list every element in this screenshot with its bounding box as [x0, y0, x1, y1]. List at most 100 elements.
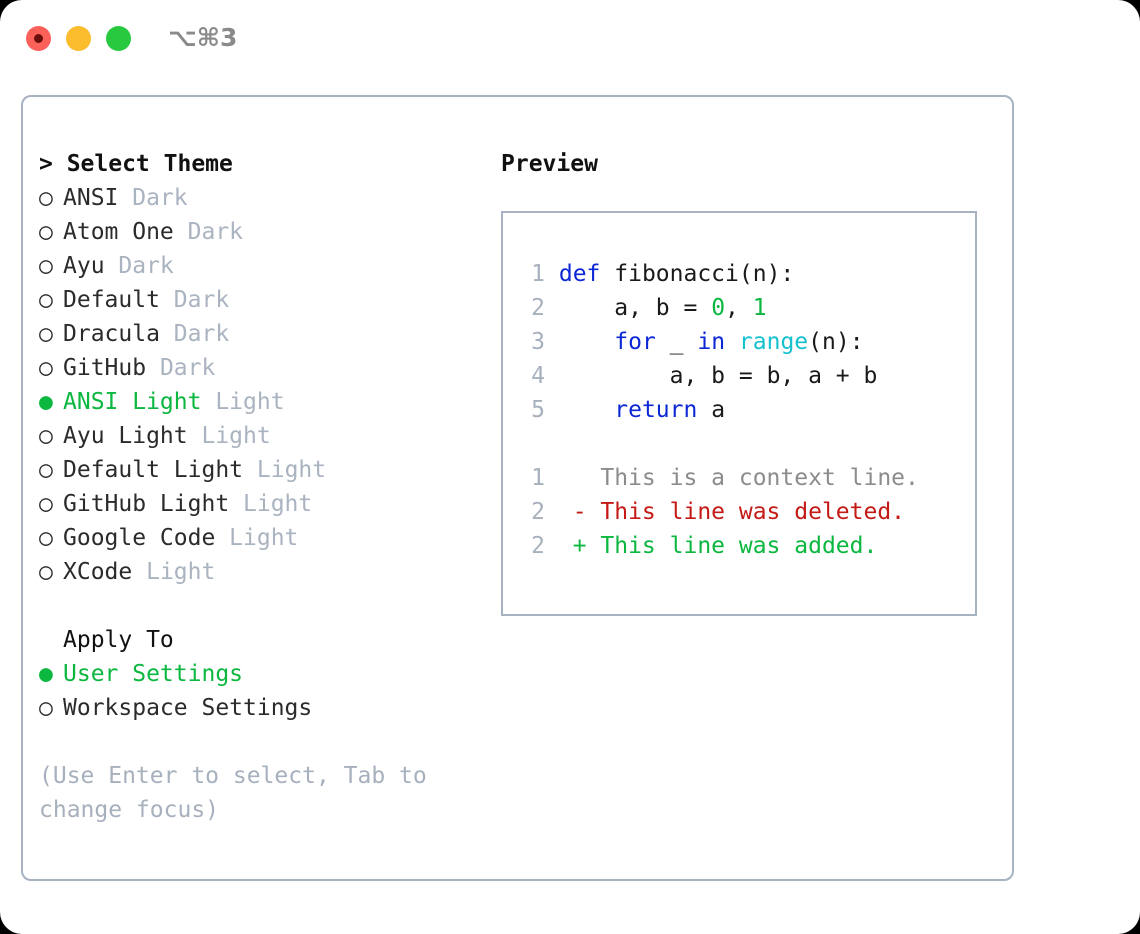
- theme-list[interactable]: ○ ANSI Dark ○ Atom One Dark ○ Ayu Dark ○ Defaul…: [39, 181, 489, 589]
- code-line: 1 def fibonacci(n):: [521, 257, 975, 291]
- code-token: a: [697, 397, 726, 423]
- diff-line: 1 This is a context line.: [521, 461, 975, 495]
- theme-selector-panel: > Select Theme ○ANSI Dark○Atom One Dark○…: [21, 95, 1014, 881]
- theme-list-item[interactable]: ○ XCode Light: [39, 555, 489, 589]
- theme-name: Ayu Light: [63, 423, 202, 449]
- close-button-icon[interactable]: [26, 26, 51, 51]
- radio-selected-icon: ●: [39, 661, 53, 687]
- apply-to-option[interactable]: ○ Workspace Settings: [39, 691, 489, 725]
- traffic-light-buttons: [26, 26, 131, 51]
- code-token: 0: [711, 295, 726, 321]
- preview-heading: Preview: [501, 151, 598, 177]
- radio-unselected-icon: ○: [39, 219, 53, 245]
- radio-unselected-icon: ○: [39, 525, 53, 551]
- keyboard-shortcut-label: ⌥⌘3: [168, 23, 238, 52]
- code-token: _: [655, 329, 698, 355]
- apply-to-list[interactable]: ● User Settings ○ Workspace Settings: [39, 657, 489, 725]
- code-token: range: [738, 329, 809, 355]
- theme-name: ANSI: [63, 185, 133, 211]
- theme-variant: Light: [146, 559, 216, 585]
- code-line: 5 return a: [521, 393, 975, 427]
- theme-list-item[interactable]: ○ Ayu Light Light: [39, 419, 489, 453]
- theme-list-item[interactable]: ○GitHub Light Light: [39, 487, 489, 521]
- diff-line: 2 - This line was deleted.: [521, 495, 975, 529]
- radio-unselected-icon: ○: [39, 695, 53, 721]
- theme-name: Atom One: [63, 219, 188, 245]
- code-line: 2 a, b = 0, 1: [521, 291, 975, 325]
- theme-variant: Dark: [187, 219, 244, 245]
- hint-spacer: [39, 725, 489, 759]
- radio-unselected-icon: ○: [39, 185, 53, 211]
- code-token: 1: [752, 295, 767, 321]
- line-number: 4: [531, 363, 545, 389]
- theme-list-item[interactable]: ○Dracula Dark: [39, 317, 489, 351]
- theme-list-column: > Select Theme ○ANSI Dark○Atom One Dark○…: [39, 147, 489, 827]
- maximize-button-icon[interactable]: [106, 26, 131, 51]
- line-number: 1: [531, 465, 545, 491]
- theme-variant: Dark: [159, 355, 216, 381]
- radio-unselected-icon: ○: [39, 287, 53, 313]
- code-token: in: [697, 329, 726, 355]
- section-spacer: [39, 589, 489, 623]
- theme-list-item[interactable]: ○ Atom One Dark: [39, 215, 489, 249]
- theme-list-item[interactable]: ○ ANSI Dark: [39, 181, 489, 215]
- theme-variant: Light: [229, 525, 299, 551]
- theme-variant: Light: [243, 491, 313, 517]
- radio-unselected-icon: ○: [39, 253, 53, 279]
- theme-variant: Light: [201, 423, 271, 449]
- line-number: 2: [531, 295, 545, 321]
- line-number: 2: [531, 533, 545, 559]
- theme-name: ANSI Light: [63, 389, 216, 415]
- radio-unselected-icon: ○: [39, 355, 53, 381]
- keyboard-hint-text: (Use Enter to select, Tab to change focu…: [39, 763, 427, 823]
- apply-to-label: Apply To: [63, 627, 174, 653]
- theme-variant: Light: [256, 457, 327, 483]
- radio-unselected-icon: ○: [39, 559, 53, 585]
- minimize-button-icon[interactable]: [66, 26, 91, 51]
- diff-line-text: - This line was deleted.: [545, 499, 906, 525]
- theme-list-item[interactable]: ○ GitHub Dark: [39, 351, 489, 385]
- title-bar: ⌥⌘3: [0, 0, 1140, 76]
- theme-variant: Dark: [132, 185, 188, 211]
- theme-name: GitHub: [63, 355, 160, 381]
- code-token: [559, 397, 614, 423]
- theme-list-item[interactable]: ○ Default Light Light: [39, 453, 489, 487]
- theme-list-item[interactable]: ○ Default Dark: [39, 283, 489, 317]
- apply-to-option-label: Workspace Settings: [63, 695, 313, 721]
- line-number: 1: [531, 261, 545, 287]
- theme-list-item[interactable]: ○ Ayu Dark: [39, 249, 489, 283]
- apply-to-option[interactable]: ● User Settings: [39, 657, 489, 691]
- apply-to-option-label: User Settings: [63, 661, 244, 687]
- theme-name: Default Light: [63, 457, 257, 483]
- theme-name: Default: [63, 287, 174, 313]
- select-theme-heading: > Select Theme: [39, 151, 233, 177]
- radio-selected-icon: ●: [39, 389, 53, 415]
- theme-name: Ayu: [63, 253, 119, 279]
- radio-unselected-icon: ○: [39, 423, 53, 449]
- code-token: [725, 329, 739, 355]
- theme-variant: Dark: [173, 287, 230, 313]
- theme-variant: Dark: [173, 321, 230, 347]
- radio-unselected-icon: ○: [39, 457, 53, 483]
- code-token: a, b = b, a + b: [558, 363, 878, 389]
- theme-list-item[interactable]: ○Google Code Light: [39, 521, 489, 555]
- radio-unselected-icon: ○: [39, 491, 53, 517]
- theme-list-item[interactable]: ●ANSI Light Light: [39, 385, 489, 419]
- theme-variant: Dark: [118, 253, 174, 279]
- code-line: 3 for _ in range(n):: [521, 325, 975, 359]
- theme-name: XCode: [63, 559, 147, 585]
- line-number: 5: [531, 397, 545, 423]
- code-token: (n):: [808, 329, 864, 355]
- code-token: return: [614, 397, 698, 423]
- code-line: 4 a, b = b, a + b: [521, 359, 975, 393]
- preview-column: Preview 1 def fibonacci(n):2 a, b = 0, 1…: [501, 147, 1001, 616]
- code-token: ,: [725, 295, 753, 321]
- diff-line-text: + This line was added.: [545, 533, 878, 559]
- line-number: 2: [531, 499, 545, 525]
- diff-sample: 1 This is a context line.2 - This line w…: [521, 461, 975, 563]
- diff-line: 2 + This line was added.: [521, 529, 975, 563]
- code-token: a, b =: [558, 295, 712, 321]
